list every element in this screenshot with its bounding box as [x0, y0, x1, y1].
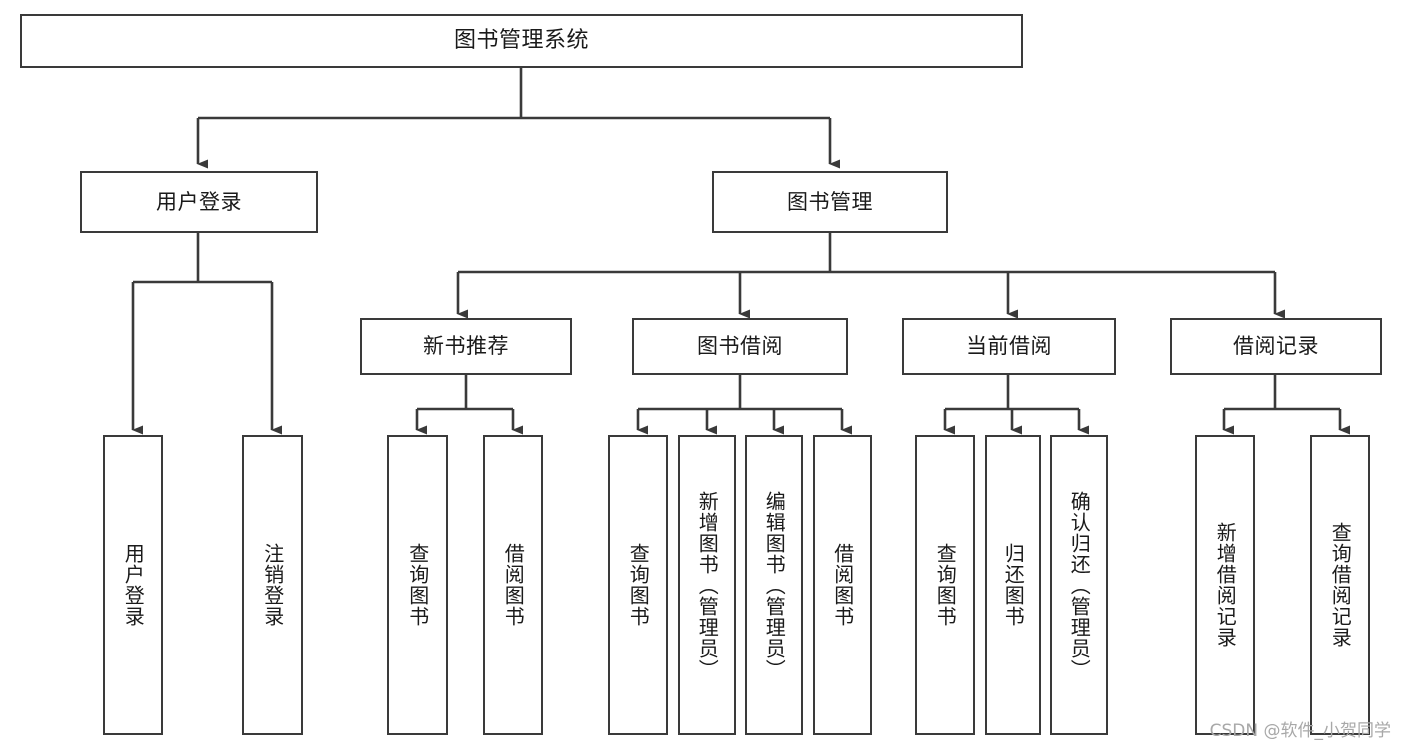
node-current-borrow[interactable]: 当前借阅 [902, 318, 1116, 375]
node-leaf-user-login-label: 用户登录 [121, 543, 146, 627]
node-book-manage[interactable]: 图书管理 [712, 171, 948, 233]
node-book-manage-label: 图书管理 [787, 189, 873, 214]
node-leaf-query-book-2[interactable]: 查询图书 [608, 435, 668, 735]
node-leaf-add-book-admin[interactable]: 新增图书（管理员） [678, 435, 736, 735]
node-borrow-record-label: 借阅记录 [1233, 334, 1319, 359]
node-leaf-add-record-label: 新增借阅记录 [1213, 522, 1238, 648]
node-borrow-record[interactable]: 借阅记录 [1170, 318, 1382, 375]
node-user-login[interactable]: 用户登录 [80, 171, 318, 233]
node-book-borrow[interactable]: 图书借阅 [632, 318, 848, 375]
node-leaf-confirm-return-admin-label: 确认归还（管理员） [1067, 490, 1092, 680]
node-leaf-query-book-3-label: 查询图书 [933, 543, 958, 627]
node-leaf-add-record[interactable]: 新增借阅记录 [1195, 435, 1255, 735]
node-leaf-return-book[interactable]: 归还图书 [985, 435, 1041, 735]
node-leaf-borrow-book-2[interactable]: 借阅图书 [813, 435, 872, 735]
node-leaf-edit-book-admin[interactable]: 编辑图书（管理员） [745, 435, 803, 735]
node-root[interactable]: 图书管理系统 [20, 14, 1023, 68]
node-book-borrow-label: 图书借阅 [697, 334, 783, 359]
node-leaf-query-record-label: 查询借阅记录 [1328, 522, 1353, 648]
node-leaf-query-book-2-label: 查询图书 [626, 543, 651, 627]
node-leaf-query-book-1[interactable]: 查询图书 [387, 435, 448, 735]
node-leaf-borrow-book-1[interactable]: 借阅图书 [483, 435, 543, 735]
node-leaf-logout[interactable]: 注销登录 [242, 435, 303, 735]
node-leaf-borrow-book-1-label: 借阅图书 [501, 543, 526, 627]
node-leaf-query-book-3[interactable]: 查询图书 [915, 435, 975, 735]
node-leaf-edit-book-admin-label: 编辑图书（管理员） [762, 490, 787, 680]
node-leaf-user-login[interactable]: 用户登录 [103, 435, 163, 735]
node-leaf-add-book-admin-label: 新增图书（管理员） [695, 490, 720, 680]
node-current-borrow-label: 当前借阅 [966, 334, 1052, 359]
node-user-login-label: 用户登录 [156, 189, 242, 214]
node-leaf-return-book-label: 归还图书 [1001, 543, 1026, 627]
node-leaf-confirm-return-admin[interactable]: 确认归还（管理员） [1050, 435, 1108, 735]
node-leaf-query-book-1-label: 查询图书 [405, 543, 430, 627]
csdn-watermark: CSDN @软件_小贺同学 [1209, 721, 1391, 741]
node-leaf-borrow-book-2-label: 借阅图书 [830, 543, 855, 627]
node-leaf-logout-label: 注销登录 [260, 543, 285, 627]
node-root-label: 图书管理系统 [453, 28, 589, 54]
node-new-book-recommendation-label: 新书推荐 [423, 334, 509, 359]
node-leaf-query-record[interactable]: 查询借阅记录 [1310, 435, 1370, 735]
node-new-book-recommendation[interactable]: 新书推荐 [360, 318, 572, 375]
